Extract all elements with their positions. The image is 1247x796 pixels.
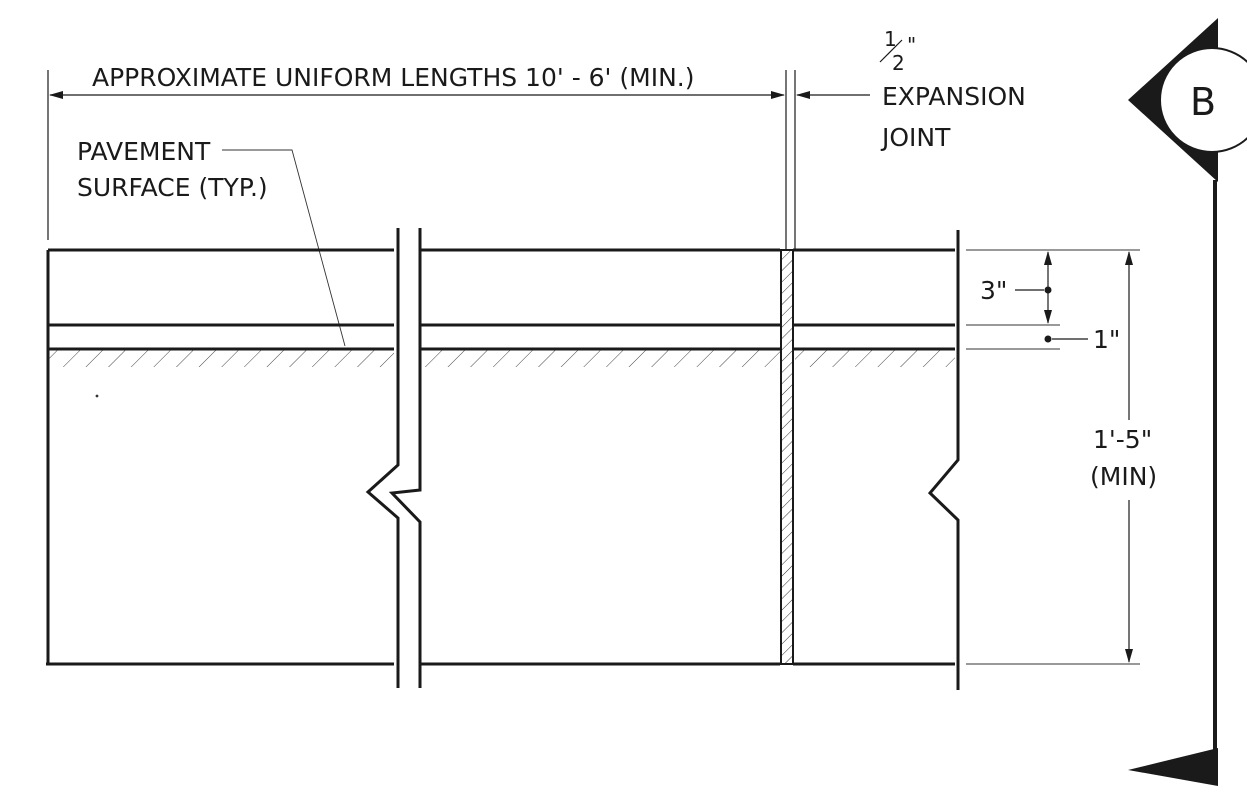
hatch-band-middle (420, 349, 780, 367)
joint-fraction-numerator: 1 (884, 27, 897, 51)
pavement-label-line1: PAVEMENT (77, 137, 211, 166)
hatch-band-right (795, 349, 955, 367)
joint-fraction-denominator: 2 (892, 51, 905, 75)
expansion-joint (780, 249, 794, 665)
wearing-depth-label: 1" (1093, 325, 1120, 354)
break-line-right (927, 230, 960, 690)
section-marker: B (1128, 18, 1247, 786)
curb-segment-left (46, 248, 394, 666)
joint-label-line2: JOINT (880, 123, 951, 152)
section-letter: B (1190, 80, 1216, 124)
break-line-left (365, 228, 422, 688)
length-dimension: APPROXIMATE UNIFORM LENGTHS 10' - 6' (MI… (47, 63, 796, 250)
wearing-depth-dot (1044, 335, 1052, 343)
curb-segment-right (793, 230, 960, 690)
hatch-band-left (48, 349, 394, 367)
length-label: APPROXIMATE UNIFORM LENGTHS 10' - 6' (MI… (92, 63, 694, 92)
speck (95, 394, 99, 398)
top-depth-label: 3" (980, 276, 1007, 305)
joint-fraction-unit: " (907, 33, 916, 57)
fraction-slash (879, 39, 903, 63)
pavement-leader-line (222, 149, 346, 347)
expansion-joint-label: 1 2 " EXPANSION JOINT (796, 27, 1026, 152)
section-arrow-bottom (1128, 748, 1218, 786)
pavement-label-line2: SURFACE (TYP.) (77, 173, 268, 202)
pavement-callout: PAVEMENT SURFACE (TYP.) (77, 137, 346, 347)
section-bubble (1159, 47, 1247, 153)
curb-segment-middle (420, 248, 780, 666)
depth-dimensions: 3" 1" 1'-5" (MIN) (966, 249, 1157, 665)
top-depth-dot (1044, 286, 1052, 294)
total-depth-label-line2: (MIN) (1090, 462, 1157, 491)
joint-label-line1: EXPANSION (882, 82, 1026, 111)
total-depth-label-line1: 1'-5" (1093, 425, 1152, 454)
